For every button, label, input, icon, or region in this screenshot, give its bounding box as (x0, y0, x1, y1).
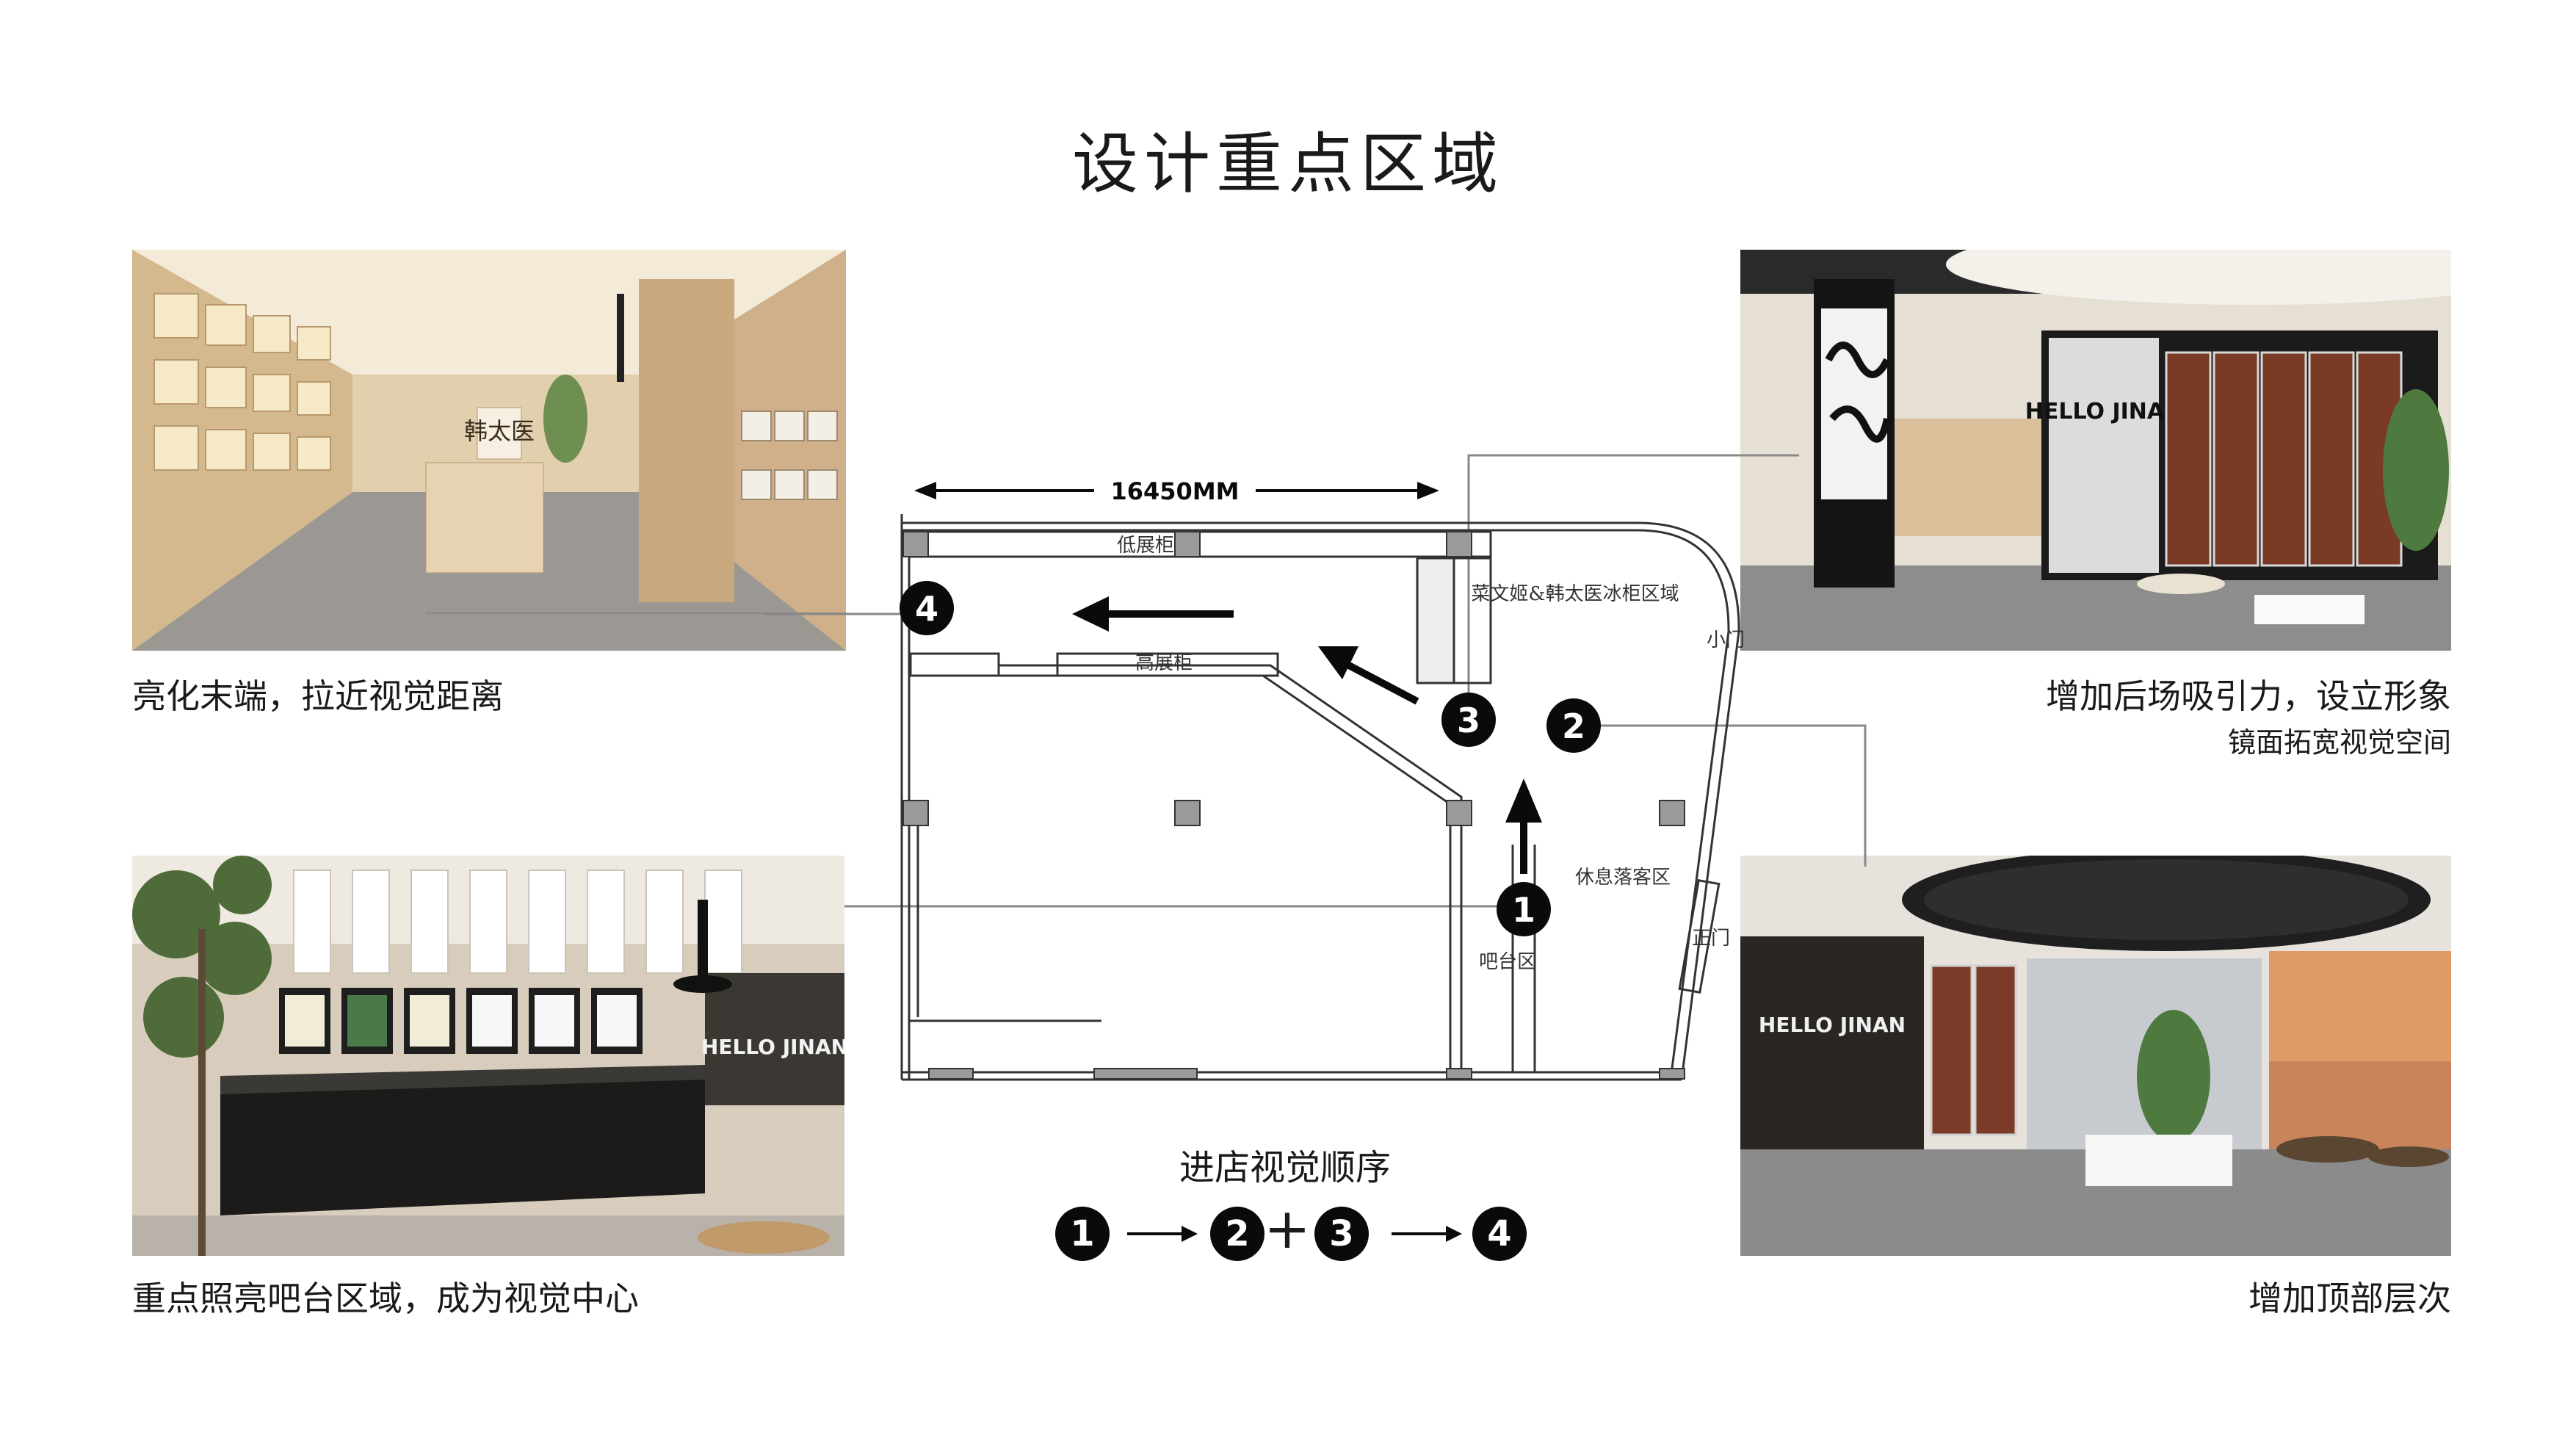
back-brand-text: HELLO JINAN (2025, 399, 2182, 424)
label-bar-area: 吧台区 (1479, 951, 1536, 973)
label-main-door: 正门 (1692, 928, 1730, 950)
page-title: 设计重点区域 (1072, 126, 1504, 203)
connector-lines (764, 454, 1867, 908)
marker-1: 1 (1512, 890, 1535, 930)
label-low-cabinet: 低展柜 (1117, 535, 1174, 557)
sequence-step-3: 3 (1314, 1207, 1369, 1261)
sequence-step-4: 4 (1472, 1207, 1527, 1261)
ceiling-brand-text: HELLO JINAN (1759, 1013, 1906, 1037)
caption-top-left: 亮化末端，拉近视觉距离 (132, 676, 504, 716)
sequence-title: 进店视觉顺序 (1179, 1147, 1391, 1188)
marker-3: 3 (1457, 701, 1480, 740)
render-ceiling: HELLO JINAN (1740, 856, 2451, 1256)
caption-bottom-right: 增加顶部层次 (2248, 1279, 2451, 1318)
label-fridge-area: 菜文姬&韩太医冰柜区域 (1471, 583, 1679, 605)
caption-top-right-sub: 镜面拓宽视觉空间 (2227, 726, 2451, 759)
sequence-arrow-1 (1127, 1226, 1198, 1242)
render-shop-end: 韩太医 (132, 250, 846, 651)
plan-markers: 4 3 2 1 (900, 581, 1601, 936)
render-back-field: HELLO JINAN (1740, 250, 2451, 651)
caption-top-right: 增加后场吸引力，设立形象 (2046, 676, 2451, 716)
plan-columns (902, 531, 1685, 1080)
label-rest-area: 休息落客区 (1575, 867, 1671, 889)
sequence-plus: + (1264, 1196, 1311, 1261)
sequence-arrow-2 (1392, 1226, 1462, 1242)
dimension-text: 16450MM (1110, 477, 1239, 505)
render-bar-area: HELLO JINAN (132, 856, 844, 1256)
marker-2: 2 (1562, 707, 1585, 746)
caption-bottom-left: 重点照亮吧台区域，成为视觉中心 (132, 1279, 639, 1318)
plan-walls (900, 514, 1740, 1081)
marker-4: 4 (915, 589, 938, 629)
bar-brand-text: HELLO JINAN (701, 1035, 844, 1059)
sequence-step-1: 1 (1055, 1207, 1110, 1261)
label-high-cabinet: 高展柜 (1135, 652, 1193, 674)
shop-sign-text: 韩太医 (464, 417, 535, 445)
dimension-line: 16450MM (914, 477, 1439, 505)
sequence-step-2: 2 (1210, 1207, 1265, 1261)
flow-arrows (1072, 596, 1542, 874)
label-side-door: 小门 (1707, 629, 1745, 651)
